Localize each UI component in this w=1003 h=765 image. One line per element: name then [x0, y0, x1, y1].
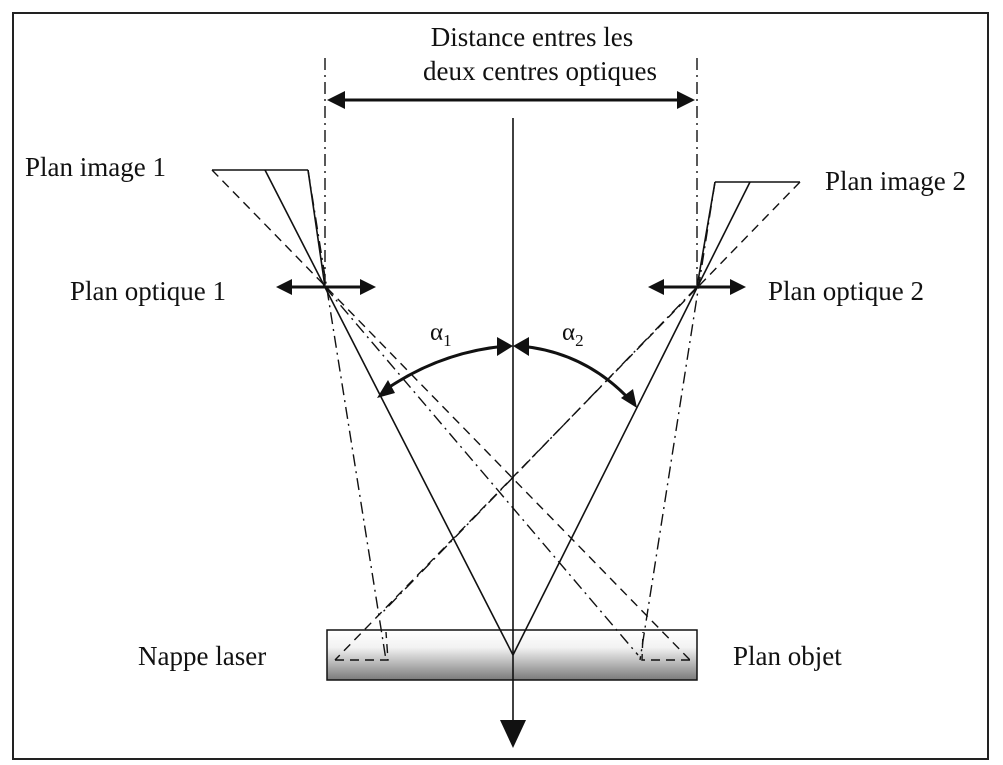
distance-arrowhead-left	[327, 91, 345, 109]
plan-image-1-label: Plan image 1	[25, 152, 166, 182]
angle-arc-2-arrow-start	[513, 337, 529, 356]
optical-plane-1-arrow-left	[276, 279, 292, 295]
angle-arc-2	[519, 344, 632, 402]
optical-plane-2-arrow-left	[648, 279, 664, 295]
optical-plane-2-arrow-right	[730, 279, 746, 295]
plan-objet-label: Plan objet	[733, 641, 842, 671]
distance-arrowhead-right	[677, 91, 695, 109]
angle-arc-1	[384, 344, 507, 392]
nappe-laser-label: Nappe laser	[138, 641, 266, 671]
distance-label-line1: Distance entres les	[431, 22, 633, 52]
angle-arc-1-arrow-start	[377, 380, 395, 398]
plan-optique-2-label: Plan optique 2	[768, 276, 924, 306]
object-marker-left	[335, 631, 389, 661]
plan-optique-1-label: Plan optique 1	[70, 276, 226, 306]
object-plane-box	[326, 629, 698, 681]
angle-arc-2-arrow-end	[621, 389, 637, 408]
central-axis-arrowhead	[500, 720, 526, 748]
object-marker-right	[641, 631, 690, 661]
alpha-1-label: α1	[430, 319, 452, 350]
angle-arc-1-arrow-end	[497, 337, 513, 356]
distance-label-line2: deux centres optiques	[423, 56, 657, 86]
camera-1-rays	[211, 169, 691, 661]
plan-image-2-label: Plan image 2	[825, 166, 966, 196]
alpha-2-label: α2	[562, 319, 584, 350]
camera-2-rays	[334, 181, 801, 661]
optical-plane-1-arrow-right	[360, 279, 376, 295]
